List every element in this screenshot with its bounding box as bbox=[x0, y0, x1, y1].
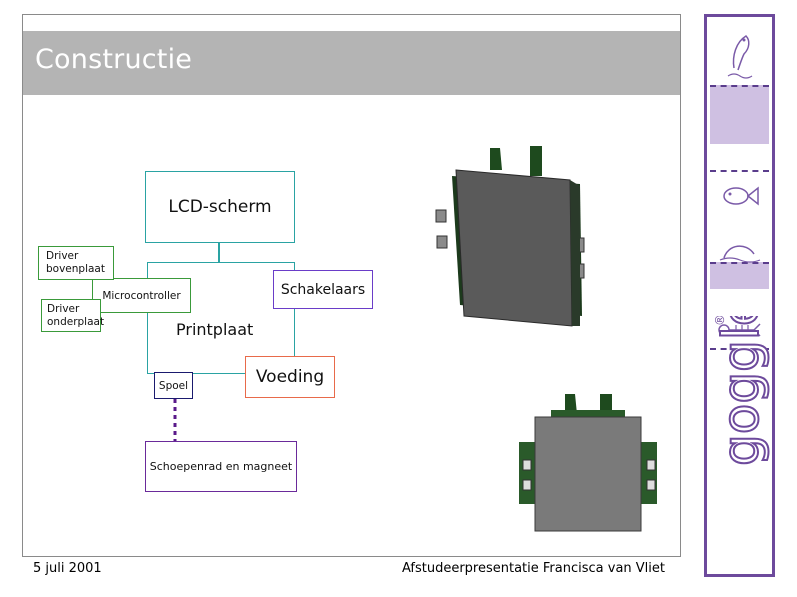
lcd-scherm-box: LCD-scherm bbox=[145, 171, 295, 243]
goggle-logo: goggle ® bbox=[706, 295, 772, 467]
schoepenrad-label: Schoepenrad en magneet bbox=[149, 460, 293, 473]
fish-surface-icon bbox=[719, 245, 761, 263]
band-1 bbox=[710, 85, 769, 144]
registered-mark: ® bbox=[713, 316, 727, 326]
logo-wordmark: goggle bbox=[712, 316, 770, 466]
fish-skeleton-icon bbox=[718, 323, 761, 337]
slide-title: Constructie bbox=[35, 44, 193, 75]
band-2 bbox=[710, 262, 769, 289]
fish-icon bbox=[723, 186, 759, 206]
microcontroller-label: Microcontroller bbox=[102, 289, 181, 302]
device-render-front bbox=[519, 394, 657, 532]
dash-4 bbox=[710, 348, 769, 350]
driver-bovenplaat-label: Driver bovenplaat bbox=[46, 250, 105, 275]
voeding-label: Voeding bbox=[255, 367, 325, 387]
dash-1 bbox=[710, 85, 769, 87]
schakelaars-box: Schakelaars bbox=[273, 270, 373, 309]
dash-3 bbox=[710, 262, 769, 264]
device-render-perspective bbox=[435, 146, 585, 327]
title-bar bbox=[23, 31, 680, 95]
printplaat-label: Printplaat bbox=[176, 320, 254, 339]
footer-presenter: Afstudeerpresentatie Francisca van Vliet bbox=[401, 561, 665, 576]
footer-date: 5 juli 2001 bbox=[33, 561, 102, 576]
driver-onderplaat-box: Driver onderplaat bbox=[41, 299, 105, 332]
driver-bovenplaat-box: Driver bovenplaat bbox=[38, 246, 114, 280]
spoel-box: Spoel bbox=[154, 372, 193, 399]
schakelaars-label: Schakelaars bbox=[280, 281, 366, 298]
dash-2 bbox=[710, 170, 769, 172]
driver-onderplaat-label: Driver onderplaat bbox=[47, 302, 105, 328]
microcontroller-box: Microcontroller bbox=[92, 278, 191, 313]
fish-jumping-icon bbox=[727, 35, 753, 79]
spoel-label: Spoel bbox=[158, 379, 189, 392]
schoepenrad-box: Schoepenrad en magneet bbox=[145, 441, 297, 492]
lcd-scherm-label: LCD-scherm bbox=[168, 197, 272, 217]
voeding-box: Voeding bbox=[245, 356, 335, 398]
